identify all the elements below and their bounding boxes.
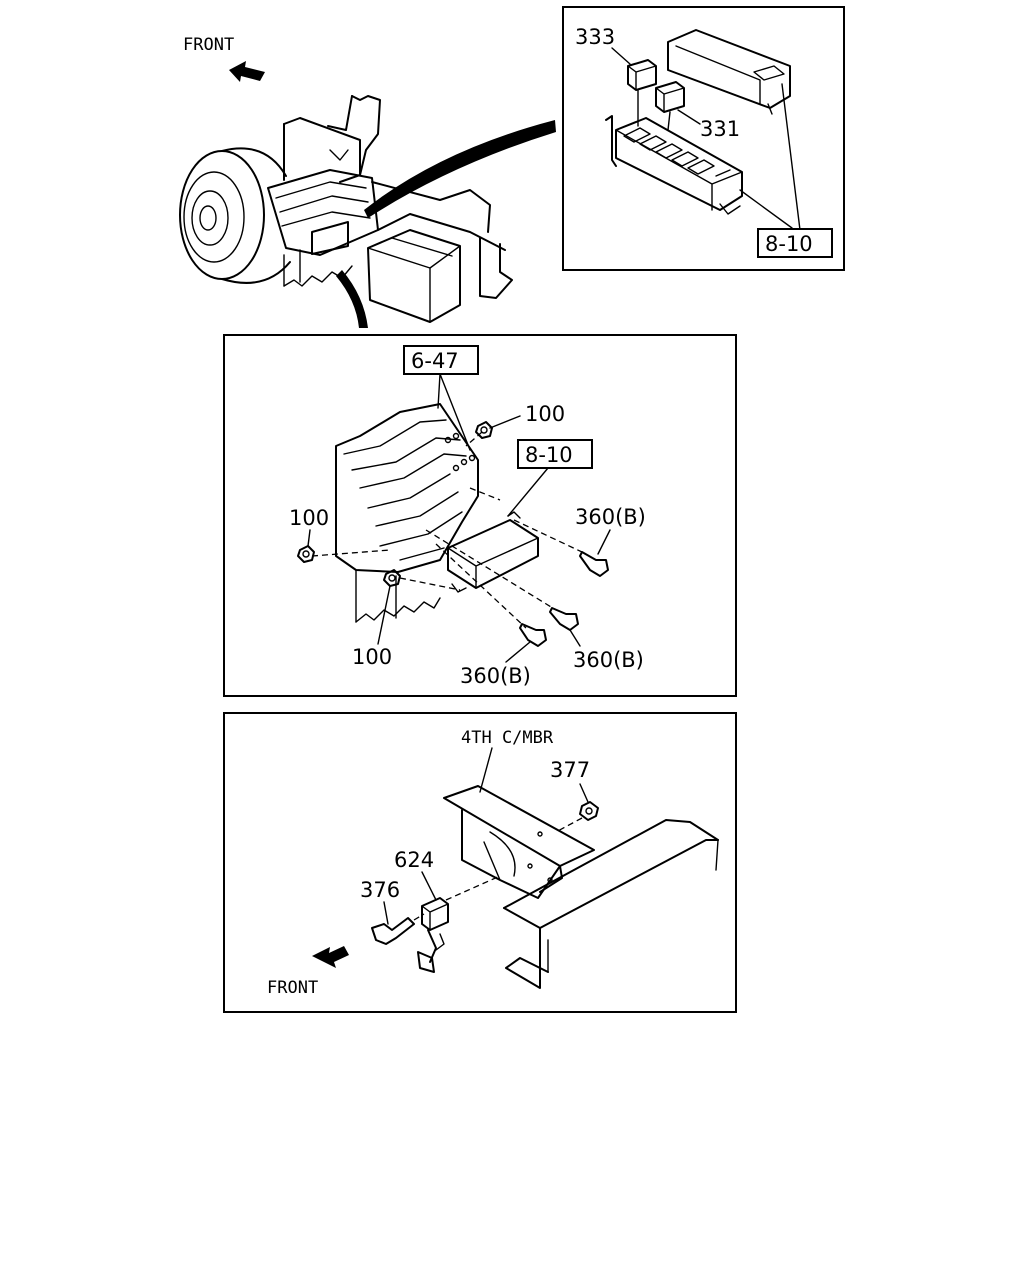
crossmember-detail-frame xyxy=(223,712,737,1013)
overview-view: FRONT xyxy=(179,35,556,328)
side-rail-drawing xyxy=(503,819,719,989)
tire-drawing xyxy=(179,147,291,284)
part-624-label: 624 xyxy=(394,848,434,872)
part-360-c-label: 360(B) xyxy=(460,664,531,688)
sensor-624 xyxy=(417,897,449,973)
mounting-detail-view: 6-47 xyxy=(223,334,737,697)
relay-detail-view: 333 331 8-10 xyxy=(562,6,845,271)
ref-6-47-label: 6-47 xyxy=(411,349,459,373)
crossmember-detail-view: 4TH C/MBR 377 xyxy=(223,712,737,1013)
front-arrow-bottom-icon xyxy=(312,946,349,968)
nut-100-a xyxy=(475,421,493,439)
part-100-b-label: 100 xyxy=(289,506,329,530)
callout-sweep-mid xyxy=(336,270,368,328)
part-376-label: 376 xyxy=(360,878,400,902)
front-label-top: FRONT xyxy=(183,35,234,55)
crossmember-drawing xyxy=(443,785,595,899)
part-333-label: 333 xyxy=(575,25,615,49)
bolt-376 xyxy=(371,917,415,945)
callout-sweep-top xyxy=(364,120,556,218)
crossmember-label: 4TH C/MBR xyxy=(461,728,554,748)
part-100-a-label: 100 xyxy=(525,402,565,426)
ref-8-10-mid-label: 8-10 xyxy=(525,443,573,467)
front-arrow-top-icon xyxy=(229,61,265,82)
relay-detail-frame xyxy=(562,6,845,271)
relay-box-mounted xyxy=(447,511,539,593)
mounting-detail-frame xyxy=(223,334,737,697)
part-360-a-label: 360(B) xyxy=(575,505,646,529)
ref-8-10-top-label: 8-10 xyxy=(765,232,813,256)
ref-box-6-47 xyxy=(403,345,479,375)
relay-331 xyxy=(655,81,685,113)
part-331-label: 331 xyxy=(700,117,740,141)
part-100-c-label: 100 xyxy=(352,645,392,669)
part-377-label: 377 xyxy=(550,758,590,782)
front-label-bottom: FRONT xyxy=(267,978,318,998)
ref-box-8-10-mid xyxy=(517,439,593,469)
nut-100-c xyxy=(383,569,401,587)
bolt-360-c xyxy=(519,623,547,647)
bracket-drawing xyxy=(335,403,479,623)
nut-377 xyxy=(579,801,599,821)
relay-333 xyxy=(627,59,657,91)
chassis-drawing xyxy=(267,95,513,323)
relay-box-base xyxy=(605,115,743,215)
ref-box-8-10-top xyxy=(757,228,833,258)
bolt-360-b xyxy=(549,607,579,631)
part-360-b-label: 360(B) xyxy=(573,648,644,672)
bolt-360-a xyxy=(579,551,609,577)
